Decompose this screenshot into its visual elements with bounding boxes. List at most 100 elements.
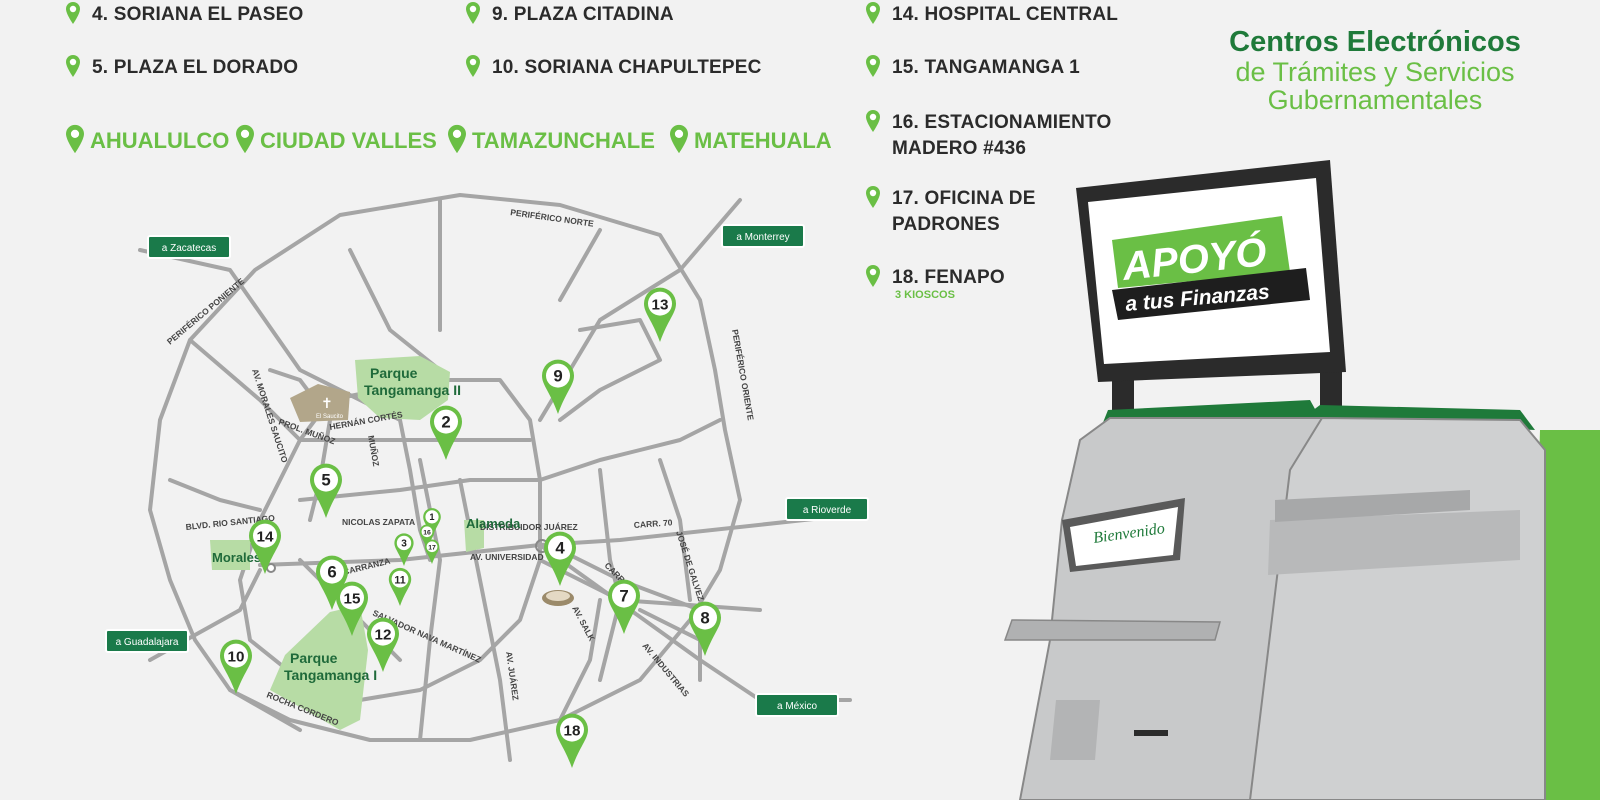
map-pin[interactable]: 1 bbox=[423, 508, 441, 538]
map-pin-number: 6 bbox=[327, 563, 336, 582]
map-pin-number: 2 bbox=[441, 413, 450, 432]
street-label: CARR. 70 bbox=[633, 517, 673, 530]
location-item[interactable]: 18. FENAPO bbox=[866, 265, 1005, 291]
map-pin[interactable]: 16 bbox=[419, 524, 435, 549]
street-label: DISTRIBUIDOR JUÁREZ bbox=[480, 522, 578, 532]
exit-sign: a Rioverde bbox=[785, 497, 869, 521]
map-pin-number: 18 bbox=[564, 723, 581, 740]
map-pin[interactable]: 12 bbox=[367, 617, 399, 672]
map-pin-number: 16 bbox=[423, 529, 431, 536]
map-pin-icon bbox=[866, 2, 880, 24]
map-pin[interactable]: 17 bbox=[424, 539, 440, 564]
location-item[interactable]: 10. SORIANA CHAPULTEPEC bbox=[466, 55, 762, 81]
map-pin[interactable]: 4 bbox=[544, 531, 576, 586]
kiosk-body-right bbox=[1248, 416, 1546, 800]
street-label: AV. UNIVERSIDAD bbox=[470, 552, 544, 562]
map-pin-icon bbox=[236, 124, 254, 154]
map-pin-number: 5 bbox=[321, 471, 330, 490]
exit-sign: a México bbox=[755, 693, 839, 717]
title-line-2: de Trámites y Servicios bbox=[1235, 57, 1515, 87]
location-label: 16. ESTACIONAMIENTO bbox=[892, 112, 1112, 133]
map-pin[interactable]: 7 bbox=[608, 579, 640, 634]
map-pin-icon bbox=[866, 186, 880, 208]
park-area bbox=[210, 540, 250, 570]
landmark-area bbox=[290, 384, 350, 422]
map-pin-icon bbox=[466, 2, 480, 24]
map-pin[interactable]: 14 bbox=[249, 519, 281, 574]
title-line-1: Centros Electrónicos bbox=[1229, 26, 1521, 58]
exit-signs: a Zacatecas a Monterrey a Rioverde a Guadal… bbox=[105, 224, 869, 717]
landmark-label: El Saucito bbox=[316, 414, 344, 420]
map-pin[interactable]: 18 bbox=[556, 713, 588, 768]
park-label: Morales bbox=[212, 550, 261, 565]
map-pin[interactable]: 8 bbox=[689, 601, 721, 656]
location-label: 10. SORIANA CHAPULTEPEC bbox=[492, 57, 762, 78]
map-pin[interactable]: 10 bbox=[220, 639, 252, 694]
city-item[interactable]: CIUDAD VALLES bbox=[236, 124, 437, 154]
park-label: Alameda bbox=[466, 516, 521, 531]
map-pin-number: 8 bbox=[700, 609, 709, 628]
map-pin[interactable]: 5 bbox=[310, 463, 342, 518]
map-pin-icon bbox=[66, 2, 80, 24]
exit-sign-label: a Guadalajara bbox=[116, 637, 179, 648]
location-label: 17. OFICINA DE bbox=[892, 188, 1036, 209]
map-pin-icon bbox=[448, 124, 466, 154]
map-pin[interactable]: 15 bbox=[336, 581, 368, 636]
map-pin-number: 17 bbox=[428, 544, 436, 551]
map-pin-number: 13 bbox=[652, 297, 669, 314]
map-pin-number: 7 bbox=[619, 587, 628, 606]
park-area bbox=[355, 356, 450, 420]
exit-sign: a Monterrey bbox=[721, 224, 805, 248]
city-item[interactable]: AHUALULCO bbox=[66, 124, 229, 154]
map-pin[interactable]: 9 bbox=[542, 359, 574, 414]
city-label: MATEHUALA bbox=[694, 128, 832, 153]
map-pin[interactable]: 13 bbox=[644, 287, 676, 342]
exit-sign-label: a Rioverde bbox=[803, 505, 852, 516]
kiosk-count-note: 3 KIOSCOS bbox=[895, 289, 955, 301]
map-pin-icon bbox=[670, 124, 688, 154]
exit-sign-label: a México bbox=[777, 701, 817, 712]
map-pin-number: 12 bbox=[375, 627, 392, 644]
exit-sign: a Zacatecas bbox=[147, 235, 231, 259]
location-item[interactable]: 5. PLAZA EL DORADO bbox=[66, 55, 298, 81]
map-pin-icon bbox=[66, 55, 80, 77]
map-pin[interactable]: 11 bbox=[388, 567, 412, 606]
map-pin-number: 1 bbox=[429, 512, 434, 522]
map-pin-number: 15 bbox=[344, 591, 361, 608]
map-pin-icon bbox=[866, 55, 880, 77]
kiosk-welcome-screen[interactable] bbox=[1070, 507, 1178, 566]
city-item[interactable]: TAMAZUNCHALE bbox=[448, 124, 655, 154]
location-label-line2: PADRONES bbox=[892, 214, 1000, 235]
location-label: 9. PLAZA CITADINA bbox=[492, 4, 674, 25]
map-pin[interactable]: 6 bbox=[316, 555, 348, 610]
location-item[interactable]: 14. HOSPITAL CENTRAL bbox=[866, 2, 1118, 28]
location-item[interactable]: 9. PLAZA CITADINA bbox=[466, 2, 674, 28]
city-item[interactable]: MATEHUALA bbox=[670, 124, 832, 154]
stadium-icon bbox=[542, 590, 574, 606]
park-area bbox=[270, 605, 368, 730]
city-label: TAMAZUNCHALE bbox=[472, 128, 655, 153]
kiosk-side-panel bbox=[1530, 430, 1600, 800]
location-label: 14. HOSPITAL CENTRAL bbox=[892, 4, 1119, 25]
exit-sign: a Guadalajara bbox=[105, 629, 189, 653]
map-pin-number: 4 bbox=[555, 539, 565, 558]
title-line-3: Gubernamentales bbox=[1267, 85, 1483, 115]
location-item[interactable]: 17. OFICINA DE PADRONES bbox=[866, 186, 1036, 238]
street-label: NICOLAS ZAPATA bbox=[342, 517, 415, 527]
map-pin[interactable]: 3 bbox=[394, 533, 414, 566]
exit-sign-label: a Monterrey bbox=[736, 232, 789, 243]
location-item[interactable]: 15. TANGAMANGA 1 bbox=[866, 55, 1080, 81]
cross-icon: ✝ bbox=[321, 396, 333, 412]
map-pin[interactable]: 2 bbox=[430, 405, 462, 460]
map-pin-number: 10 bbox=[228, 649, 245, 666]
page-title: Centros Electrónicos de Trámites y Servi… bbox=[1180, 26, 1570, 114]
location-item[interactable]: 4. SORIANA EL PASEO bbox=[66, 2, 303, 28]
map-pin-number: 3 bbox=[401, 539, 407, 550]
location-label: 18. FENAPO bbox=[892, 267, 1005, 288]
